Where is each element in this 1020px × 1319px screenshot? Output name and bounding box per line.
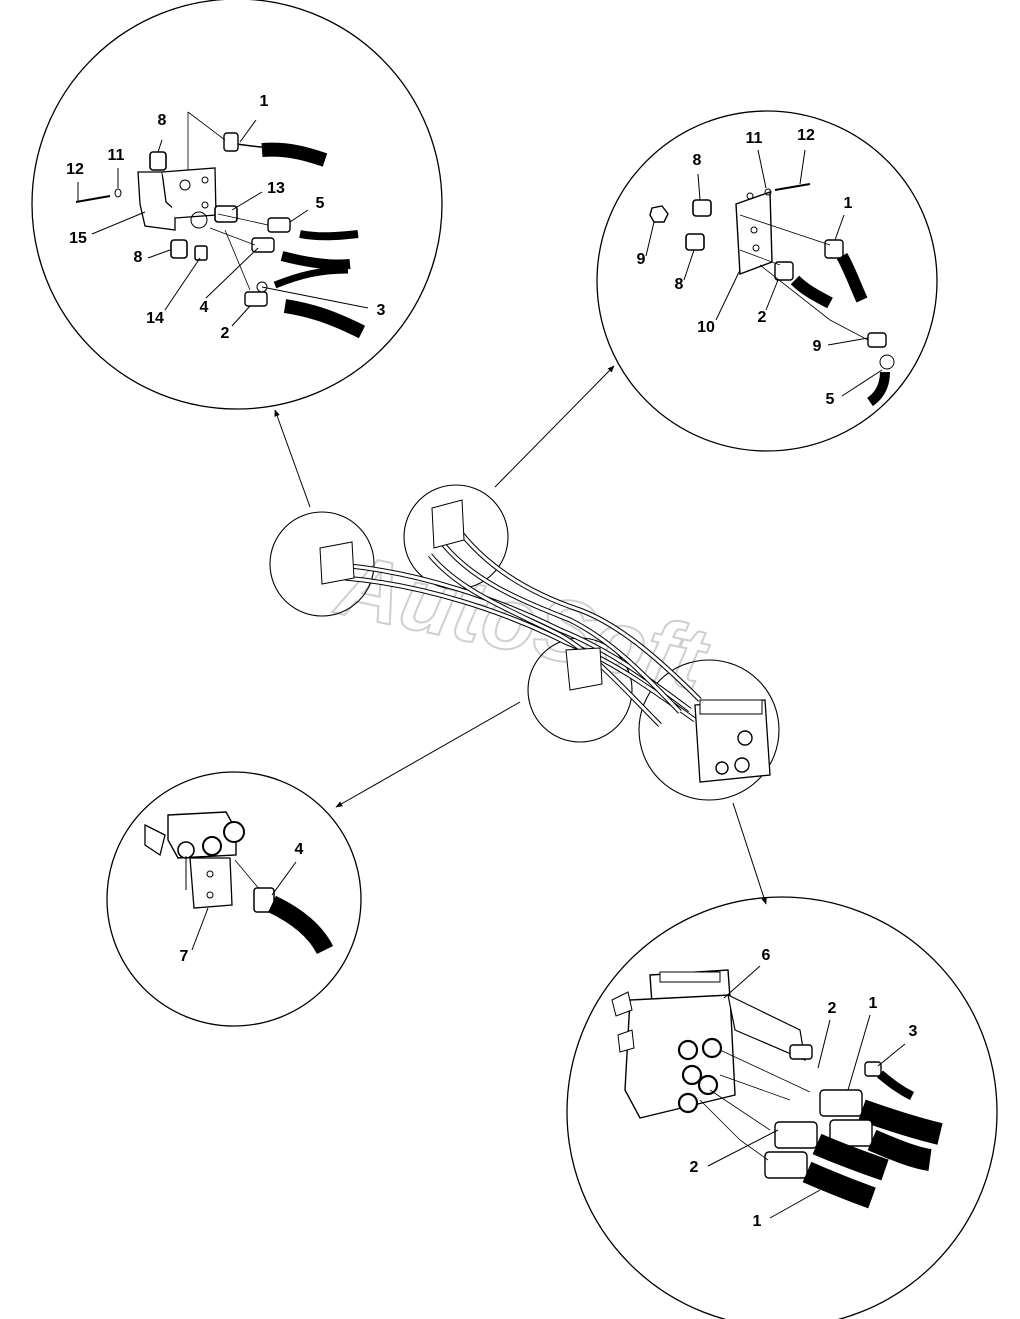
callout-number: 9 [813,338,822,355]
callout-leader-line [765,279,779,311]
center-hose-assembly [269,484,780,801]
callout-number: 8 [158,112,167,129]
callout-leader-line [157,139,163,153]
callout-number: 4 [295,841,304,858]
callout-number: 1 [753,1213,762,1230]
callout-number: 2 [221,325,230,342]
callout-leader-line [757,149,767,189]
callout-leader-line [147,249,171,259]
callout-number: 2 [690,1159,699,1176]
callout-number: 13 [267,180,285,197]
callout-number: 10 [697,319,715,336]
detail-circle-middle-left [106,771,362,1027]
callout-number: 1 [869,995,878,1012]
callout-leader-line [841,369,883,397]
callout-leader-line [697,173,701,201]
callout-leader-line [164,257,201,311]
callout-leader-line [707,1129,779,1167]
callout-leader-line [723,965,761,999]
callout-number: 4 [200,299,209,316]
pointer-arrows [274,365,767,905]
callout-number: 8 [675,276,684,293]
callout-number: 11 [108,147,125,164]
callout-number: 15 [69,230,87,247]
callout-number: 11 [746,130,763,147]
callout-number: 1 [844,195,853,212]
callout-leader-line [205,247,259,299]
callout-leader-line [877,1043,906,1067]
callout-number: 1 [260,93,269,110]
callout-number: 12 [797,127,815,144]
callout-number: 5 [826,391,835,408]
callout-leader-line [239,119,257,143]
callout-number: 9 [637,251,646,268]
callout-number: 8 [693,152,702,169]
callout-leader-line [683,249,695,281]
detail-circle-top-right [596,110,938,452]
callout-leader-line [289,209,309,223]
callout-leader-line [799,149,806,185]
callout-number: 3 [909,1023,918,1040]
callout-number: 6 [762,947,771,964]
callout-number: 3 [377,302,386,319]
callout-leader-line [271,861,297,896]
callout-number: 12 [66,161,84,178]
callout-leader-line [645,221,655,257]
callout-number: 14 [146,310,164,327]
callout-leader-line [715,269,741,321]
callout-leader-line [769,1189,821,1219]
callout-number: 2 [758,309,767,326]
callout-number: 2 [828,1000,837,1017]
callout-leader-line [261,286,369,309]
callout-leader-line [827,337,869,346]
callout-number: 7 [180,948,189,965]
callout-number: 8 [134,249,143,266]
callout-leader-line [231,305,251,327]
callout-leader-line [817,1019,831,1069]
callout-leader-line [91,211,146,235]
callout-leader-line [231,191,263,211]
callout-leader-line [834,214,845,241]
detail-circle-top-left [31,0,443,410]
callout-number: 5 [316,195,325,212]
callout-leader-line [191,907,209,951]
detail-circle-bottom-right [566,896,998,1319]
callout-leader-line [847,1014,871,1091]
